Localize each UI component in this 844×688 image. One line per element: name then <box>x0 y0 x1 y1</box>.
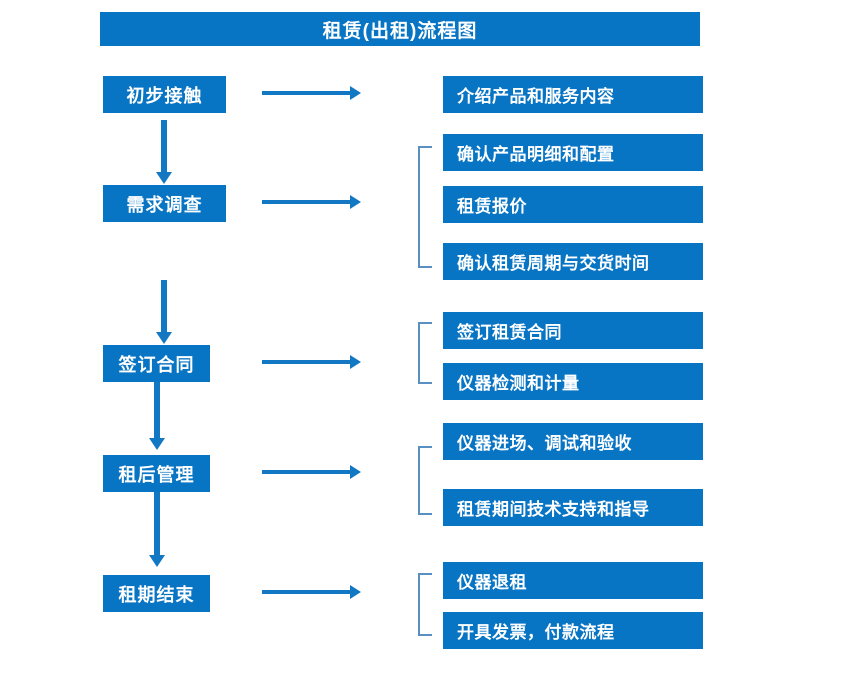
arrow-shaft <box>161 120 167 172</box>
arrow-head <box>350 355 361 369</box>
flowchart-title: 租赁(出租)流程图 <box>100 12 700 46</box>
detail-group-bracket-2 <box>418 146 432 268</box>
arrow-head <box>350 195 361 209</box>
stage-box-5[interactable]: 租期结束 <box>103 575 210 612</box>
stage-to-detail-arrow-3 <box>262 355 361 369</box>
arrow-shaft <box>262 200 350 204</box>
arrow-shaft <box>161 280 167 332</box>
arrow-shaft <box>262 91 350 95</box>
arrow-shaft <box>154 492 160 555</box>
arrow-shaft <box>262 360 350 364</box>
detail-box-3-2[interactable]: 仪器检测和计量 <box>443 363 703 400</box>
arrow-head <box>350 86 361 100</box>
arrow-shaft <box>154 382 160 438</box>
detail-box-1-1[interactable]: 介绍产品和服务内容 <box>443 76 703 113</box>
arrow-head <box>156 172 172 184</box>
detail-box-5-1[interactable]: 仪器退租 <box>443 562 703 599</box>
stage-box-4[interactable]: 租后管理 <box>103 455 210 492</box>
arrow-shaft <box>262 470 350 474</box>
detail-box-2-3[interactable]: 确认租赁周期与交货时间 <box>443 243 703 280</box>
detail-group-bracket-5 <box>418 573 432 636</box>
arrow-head <box>149 555 165 567</box>
stage-box-1[interactable]: 初步接触 <box>103 76 226 113</box>
detail-group-bracket-4 <box>418 446 432 515</box>
stage-to-stage-arrow-2 <box>156 280 172 344</box>
detail-box-3-1[interactable]: 签订租赁合同 <box>443 312 703 349</box>
stage-to-detail-arrow-5 <box>262 585 361 599</box>
arrow-head <box>156 332 172 344</box>
stage-to-stage-arrow-3 <box>149 382 165 450</box>
arrow-head <box>149 438 165 450</box>
stage-to-detail-arrow-2 <box>262 195 361 209</box>
detail-box-4-1[interactable]: 仪器进场、调试和验收 <box>443 423 703 460</box>
detail-box-2-2[interactable]: 租赁报价 <box>443 186 703 223</box>
stage-box-3[interactable]: 签订合同 <box>103 345 210 382</box>
detail-box-4-2[interactable]: 租赁期间技术支持和指导 <box>443 489 703 526</box>
detail-box-5-2[interactable]: 开具发票，付款流程 <box>443 612 703 649</box>
arrow-head <box>350 465 361 479</box>
arrow-head <box>350 585 361 599</box>
detail-box-2-1[interactable]: 确认产品明细和配置 <box>443 134 703 171</box>
stage-to-detail-arrow-4 <box>262 465 361 479</box>
stage-to-stage-arrow-4 <box>149 492 165 567</box>
detail-group-bracket-3 <box>418 322 432 384</box>
stage-to-detail-arrow-1 <box>262 86 361 100</box>
stage-box-2[interactable]: 需求调查 <box>103 185 226 222</box>
stage-to-stage-arrow-1 <box>156 120 172 184</box>
arrow-shaft <box>262 590 350 594</box>
